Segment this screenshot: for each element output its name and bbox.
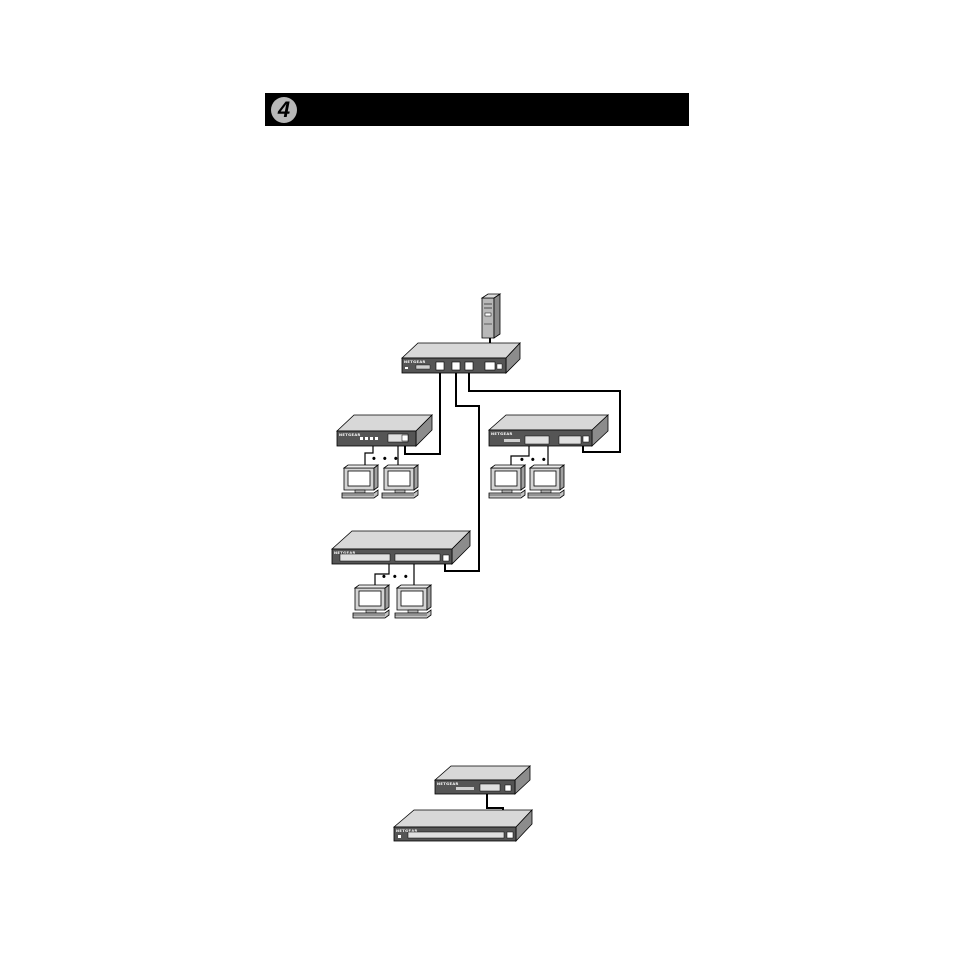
left-switch-brand: NETGEAR (339, 433, 361, 437)
left-switch: NETGEAR (335, 414, 433, 447)
core-switch: NETGEAR (400, 341, 521, 374)
cable-to-bottom-switch (444, 366, 480, 572)
small-switch-brand: NETGEAR (437, 782, 459, 786)
workstation-icon (341, 464, 379, 499)
step-header-bar: 4 (265, 93, 689, 126)
workstation-icon (381, 464, 419, 499)
step-number-badge: 4 (271, 97, 297, 123)
bottom-switch-brand: NETGEAR (334, 551, 356, 555)
small-switch: NETGEAR (433, 765, 532, 795)
left-ellipsis: • • • (372, 453, 400, 465)
core-switch-brand: NETGEAR (404, 360, 426, 364)
workstation-icon (394, 584, 432, 619)
right-switch: NETGEAR (487, 414, 610, 447)
bottom-ellipsis: • • • (382, 571, 410, 583)
workstation-icon (352, 584, 390, 619)
right-switch-brand: NETGEAR (491, 432, 513, 436)
step-number: 4 (277, 97, 291, 122)
server-tower-icon (480, 293, 502, 339)
large-switch: NETGEAR (392, 808, 533, 843)
workstation-icon (488, 464, 526, 499)
large-switch-brand: NETGEAR (396, 829, 418, 833)
cable-to-left-switch (404, 366, 441, 455)
bottom-switch: NETGEAR (330, 530, 471, 565)
workstation-icon (527, 464, 565, 499)
cable-to-right-switch (468, 366, 621, 453)
right-ellipsis: • • • (520, 454, 548, 466)
